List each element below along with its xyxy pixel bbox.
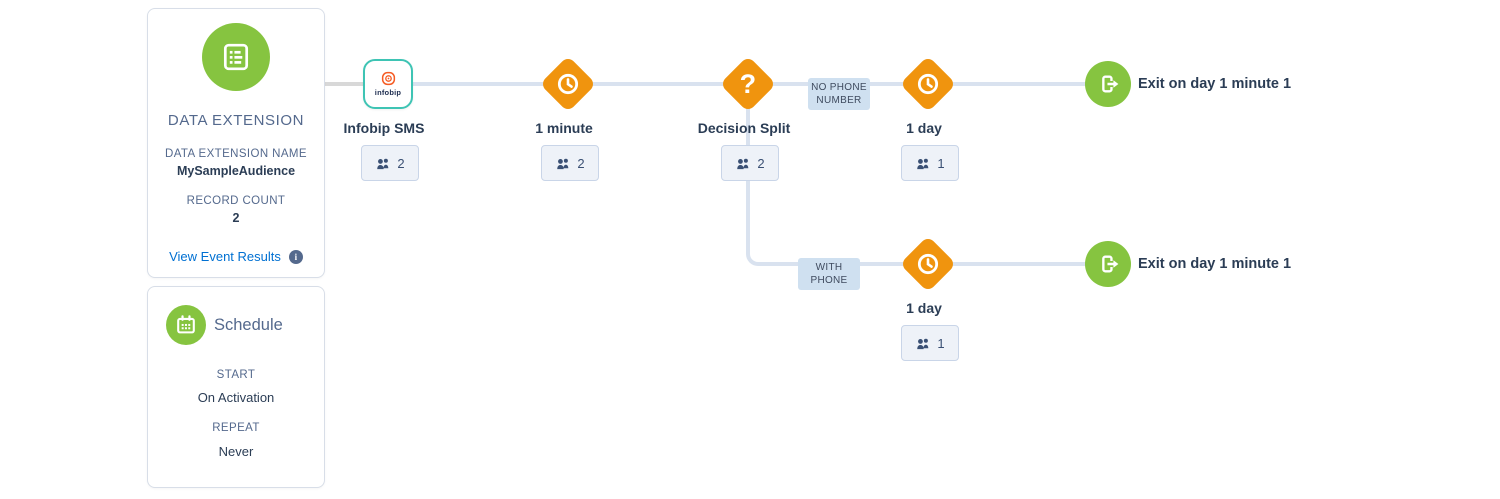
activity-wait-1-day-bottom[interactable] — [899, 235, 957, 293]
exit-node-top[interactable] — [1085, 61, 1131, 107]
people-icon — [917, 158, 929, 169]
data-extension-card[interactable]: DATA EXTENSION DATA EXTENSION NAME MySam… — [147, 8, 325, 278]
activity-label-wait-1-day-bottom: 1 day — [906, 300, 942, 316]
people-icon — [557, 158, 569, 169]
population-count: 2 — [757, 155, 765, 171]
record-count-value: 2 — [232, 211, 240, 225]
exit-icon — [1102, 75, 1119, 93]
exit-label-bottom: Exit on day 1 minute 1 — [1138, 256, 1292, 272]
data-extension-title: DATA EXTENSION — [167, 112, 305, 129]
path-label-no-phone-number: NO PHONE NUMBER — [808, 78, 870, 110]
population-badge[interactable]: 1 — [901, 325, 959, 361]
clock-icon — [915, 251, 941, 277]
infobip-logo-icon — [381, 71, 395, 86]
activity-label-wait-1-minute: 1 minute — [535, 120, 593, 136]
connector-bottom-path — [900, 262, 1108, 266]
population-count: 1 — [937, 335, 945, 351]
data-extension-name-label: DATA EXTENSION NAME — [164, 148, 307, 160]
schedule-card[interactable]: Schedule START On Activation REPEAT Neve… — [147, 286, 325, 488]
data-extension-name-value: MySampleAudience — [176, 164, 296, 178]
people-icon — [377, 158, 389, 169]
info-icon[interactable]: i — [288, 249, 303, 264]
record-count-label: RECORD COUNT — [186, 195, 286, 207]
activity-label-wait-1-day-top: 1 day — [906, 120, 942, 136]
people-icon — [917, 338, 929, 349]
repeat-value: Never — [218, 444, 254, 459]
activity-label-decision-split: Decision Split — [697, 120, 791, 136]
clock-icon — [555, 71, 581, 97]
start-label: START — [216, 369, 256, 381]
activity-wait-1-day-top[interactable] — [899, 55, 957, 113]
data-extension-icon — [202, 23, 270, 91]
start-value: On Activation — [197, 390, 275, 405]
population-count: 2 — [577, 155, 585, 171]
population-count: 1 — [937, 155, 945, 171]
question-mark-icon: ? — [739, 68, 757, 99]
activity-label-infobip-sms: Infobip SMS — [343, 120, 425, 136]
population-badge[interactable]: 2 — [541, 145, 599, 181]
path-label-with-phone: WITH PHONE — [798, 258, 860, 290]
activity-wait-1-minute[interactable] — [539, 55, 597, 113]
population-badge[interactable]: 2 — [721, 145, 779, 181]
calendar-icon — [166, 305, 206, 345]
infobip-logo-text: infobip — [374, 88, 402, 97]
population-badge[interactable]: 2 — [361, 145, 419, 181]
exit-label-top: Exit on day 1 minute 1 — [1138, 76, 1292, 92]
population-count: 2 — [397, 155, 405, 171]
people-icon — [737, 158, 749, 169]
population-badge[interactable]: 1 — [901, 145, 959, 181]
repeat-label: REPEAT — [212, 422, 260, 434]
view-event-results-link[interactable]: View Event Results — [169, 249, 281, 264]
exit-node-bottom[interactable] — [1085, 241, 1131, 287]
clock-icon — [915, 71, 941, 97]
connector-entry — [325, 82, 365, 86]
schedule-title: Schedule — [214, 316, 283, 334]
exit-icon — [1102, 255, 1119, 273]
activity-infobip-sms[interactable]: infobip — [363, 59, 413, 109]
